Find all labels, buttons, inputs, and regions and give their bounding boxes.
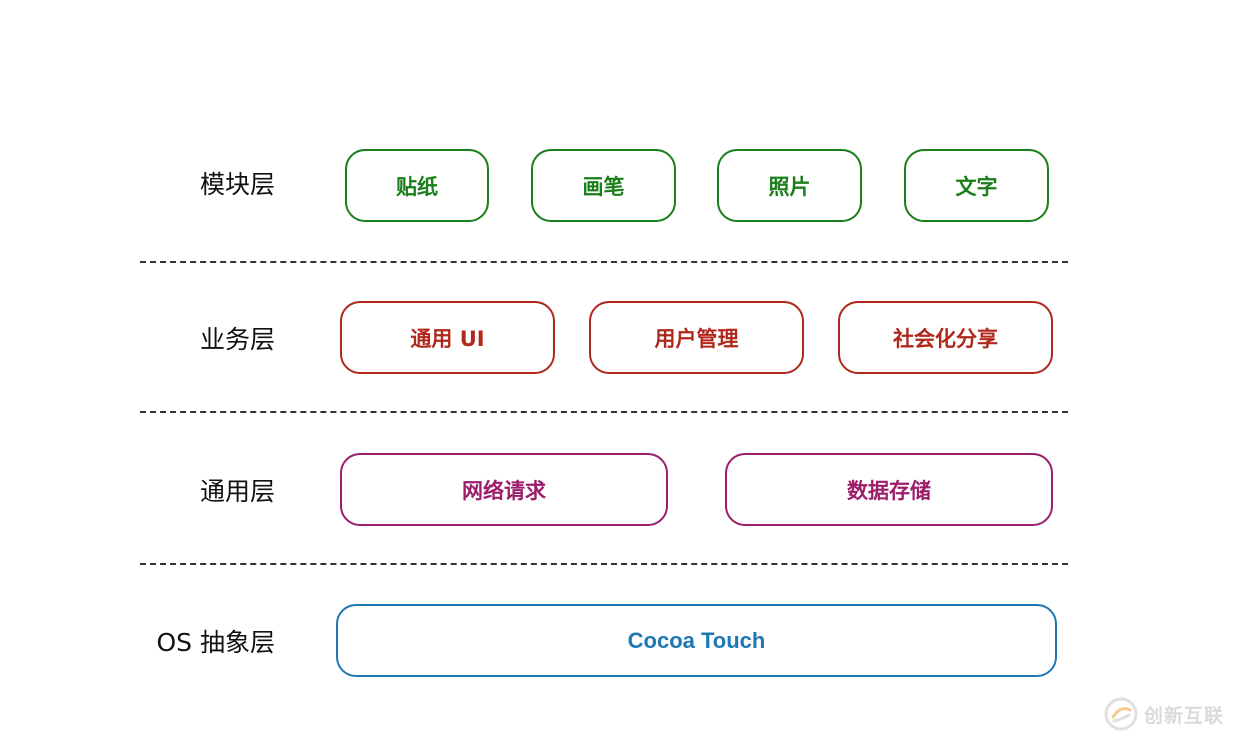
module-box-text: 文字	[904, 149, 1049, 222]
layer-divider-1	[140, 261, 1068, 263]
watermark: 创新互联	[1104, 697, 1224, 731]
module-box-photos: 照片	[717, 149, 862, 222]
module-box-brush: 画笔	[531, 149, 676, 222]
layer-label-module: 模块层	[199, 170, 275, 199]
business-box-common-ui: 通用 UI	[340, 301, 555, 374]
business-box-user-management: 用户管理	[589, 301, 804, 374]
module-box-stickers: 贴纸	[345, 149, 489, 222]
layer-label-os: OS 抽象层	[156, 628, 276, 657]
layer-label-business: 业务层	[199, 325, 275, 354]
layer-label-common: 通用层	[199, 477, 275, 506]
common-box-network-request: 网络请求	[340, 453, 668, 526]
layer-divider-2	[140, 411, 1068, 413]
os-box-cocoa-touch: Cocoa Touch	[336, 604, 1057, 677]
layer-divider-3	[140, 563, 1068, 565]
swirl-logo-icon	[1104, 697, 1138, 731]
business-box-social-sharing: 社会化分享	[838, 301, 1053, 374]
common-box-data-storage: 数据存储	[725, 453, 1053, 526]
watermark-text: 创新互联	[1144, 705, 1225, 727]
